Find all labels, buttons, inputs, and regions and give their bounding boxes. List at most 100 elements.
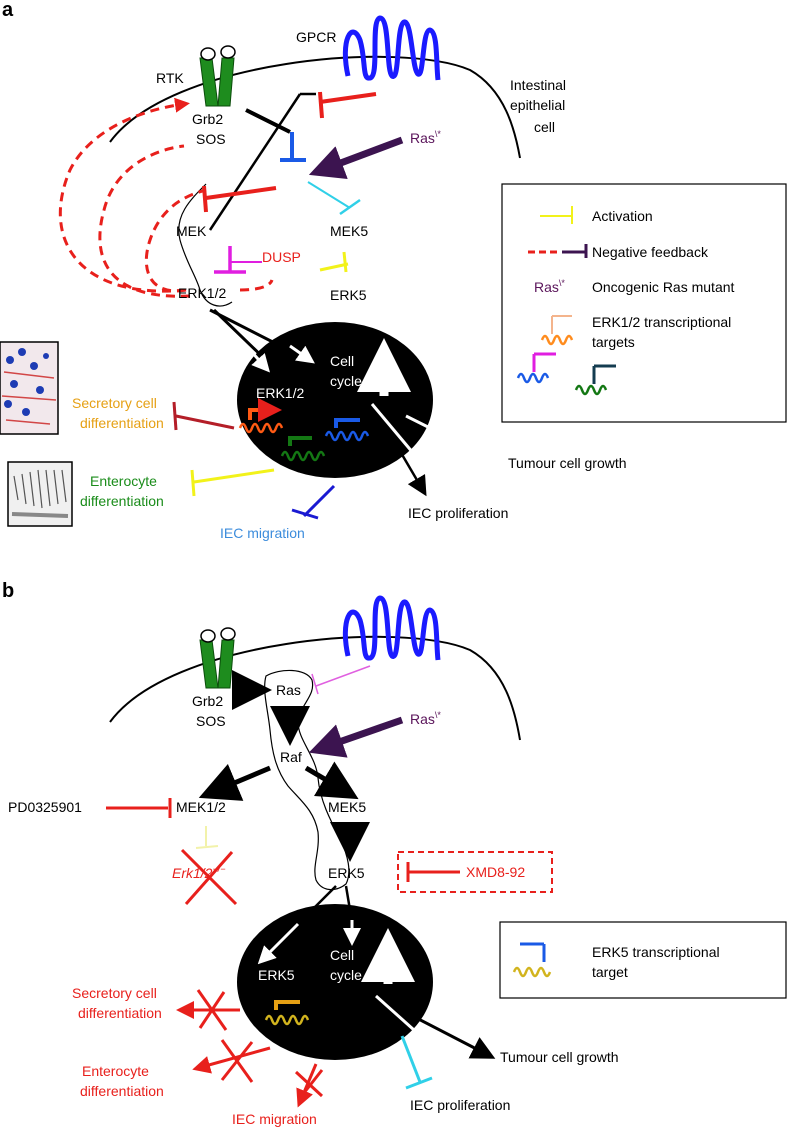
- feedback-loop-outer: [58, 97, 190, 293]
- enterocyte-inhibition: [193, 468, 275, 484]
- gene-gold-arrow: [274, 1000, 300, 1010]
- feedback-to-raf: [205, 186, 277, 200]
- erk5-label-b: ERK5: [328, 865, 365, 881]
- cell-label-line1: Intestinal: [510, 77, 566, 93]
- gene-orange: [238, 422, 284, 434]
- legend-negative-feedback: Negative feedback: [592, 244, 709, 260]
- enterocyte-cross2: [220, 1041, 254, 1081]
- feedback-to-gpcr: [319, 92, 377, 104]
- tumour-label-b: Tumour cell growth: [500, 1049, 619, 1065]
- cyan-to-mek5: [307, 181, 351, 209]
- dusp-label: DUSP: [262, 249, 301, 265]
- rtk-receptor: [199, 45, 236, 107]
- nuc-b-white-arrow1: [257, 922, 300, 965]
- ras-mutant-label-b: Ras\*: [410, 710, 441, 727]
- proliferation-inhibition-b: [400, 1035, 422, 1083]
- ras-mutant-arrow-b: [308, 716, 404, 758]
- dusp-yellow-stem: [342, 251, 348, 273]
- cell-cycle-label1: Cell: [330, 353, 354, 369]
- mek5-label-b: MEK5: [328, 799, 366, 815]
- ras-mutant-arrow: [308, 136, 404, 180]
- secretory-inhibition-bar: [172, 401, 178, 431]
- proliferation-label-b: IEC proliferation: [410, 1097, 510, 1113]
- mek-to-erk-yellow-bar: [195, 845, 219, 849]
- mek12-label: MEK: [176, 223, 207, 239]
- migration-label-b: IEC migration: [232, 1111, 317, 1127]
- ras-mutant-label: Ras\*: [410, 129, 441, 146]
- secretory-cross2: [198, 991, 226, 1029]
- enterocyte-histology-image: [7, 461, 73, 527]
- nuc-erk5-label: ERK5: [258, 967, 295, 983]
- erk12-cross2: [184, 851, 234, 905]
- secretory-label2-b: differentiation: [78, 1005, 162, 1021]
- pd-label: PD0325901: [8, 799, 82, 815]
- gpcr-inhibition-bar-b: [311, 673, 319, 695]
- nuc-erk-label: ERK1/2: [256, 385, 304, 401]
- gpcr-inhibition-b: [315, 665, 371, 687]
- grb2-label-b: Grb2: [192, 693, 223, 709]
- migration-inhibition-bar: [291, 508, 319, 520]
- gene-orange-arrow: [248, 398, 282, 422]
- legend-ras-mutant-desc: Oncogenic Ras mutant: [592, 279, 735, 295]
- legend-erk5-target1: ERK5 transcriptional: [592, 944, 720, 960]
- cyan-to-mek5-bar: [339, 198, 361, 216]
- nuc-white-arrow1: [248, 349, 270, 373]
- tumour-label: Tumour cell growth: [508, 455, 627, 471]
- legend-ras-mutant-symbol: Ras\*: [534, 278, 565, 295]
- enterocyte-label2-b: differentiation: [80, 1083, 164, 1099]
- panel-a: a RTK GPCR Intestinal epithelial cell Gr…: [0, 0, 787, 541]
- nuc-white-arrow4: [405, 414, 431, 430]
- enterocyte-label1-b: Enterocyte: [82, 1063, 149, 1079]
- gpcr-label: GPCR: [296, 29, 336, 45]
- ras-raf-compartment-b: [264, 669, 350, 891]
- secretory-histology-image: [0, 341, 59, 435]
- xmd-inhibitor-box: XMD8-92: [397, 851, 553, 893]
- nuc-white-arrow3: [370, 403, 426, 467]
- ras-label-b: Ras: [276, 682, 301, 698]
- gene-gold: [264, 1014, 310, 1026]
- grb2-label: Grb2: [192, 111, 223, 127]
- migration-cross1: [294, 1070, 324, 1098]
- legend-erk-targets2: targets: [592, 334, 635, 350]
- feedback-loop-inner: [144, 188, 274, 293]
- panel-a-label: a: [2, 0, 14, 21]
- cell-membrane-b: [109, 635, 521, 741]
- sos-label-b: SOS: [196, 713, 226, 729]
- cell-label-line2: epithelial: [510, 97, 565, 113]
- panel-b: b Grb2 SOS Ras Raf Ras\* PD0325901 MEK1/…: [2, 580, 787, 1127]
- ras-raf-compartment: [178, 183, 233, 307]
- dusp-yellow-bar: [319, 262, 349, 272]
- sos-label: SOS: [196, 131, 226, 147]
- migration-inhibition: [302, 484, 336, 518]
- secretory-inhibition: [175, 414, 235, 430]
- legend-a: Activation Negative feedback Ras\* Oncog…: [501, 183, 787, 423]
- grb2-to-ras-arrow: [245, 108, 291, 134]
- cell-cycle-label2-b: cycle: [330, 967, 362, 983]
- raf-label-b: Raf: [280, 749, 302, 765]
- xmd-label: XMD8-92: [466, 864, 525, 880]
- proliferation-label: IEC proliferation: [408, 505, 508, 521]
- gpcr-receptor: [342, 15, 441, 81]
- nuc-white-arrow2: [289, 344, 315, 364]
- rtk-receptor-b: [199, 627, 236, 689]
- feedback-loop-mid: [98, 144, 191, 298]
- nuc-b-white-arrow3: [374, 994, 416, 1032]
- enterocyte-label1: Enterocyte: [90, 473, 157, 489]
- erk12-label: ERK1/2: [178, 285, 226, 301]
- legend-activation: Activation: [592, 208, 653, 224]
- panel-b-label: b: [2, 580, 14, 602]
- gene-green-arrow: [288, 436, 312, 446]
- gene-blue: [324, 430, 370, 442]
- migration-cross2: [298, 1069, 324, 1099]
- feedback-to-gpcr-bar: [318, 91, 324, 119]
- proliferation-inhibition-bar-b: [405, 1076, 433, 1090]
- cell-cycle-label2: cycle: [330, 373, 362, 389]
- enterocyte-inhibition-bar: [190, 469, 196, 497]
- raf-to-mek5: [304, 761, 359, 800]
- cell-label-line3: cell: [534, 119, 555, 135]
- erk5-label: ERK5: [330, 287, 367, 303]
- ras-to-mek-line: [208, 93, 302, 231]
- secretory-label2: differentiation: [80, 415, 164, 431]
- legend-erk5-target2: target: [592, 964, 628, 980]
